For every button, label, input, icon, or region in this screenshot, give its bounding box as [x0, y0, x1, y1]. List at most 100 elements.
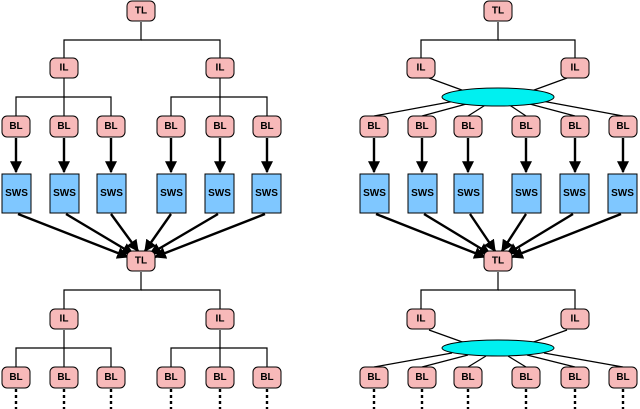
right-bottom-tl-label: TL	[492, 256, 504, 267]
right-bottom-hub-to-bl5-link	[526, 354, 576, 368]
right-sws-label-5: SWS	[563, 188, 586, 199]
left-sws-label-6: SWS	[255, 188, 278, 199]
left-top-bl-box-5	[205, 115, 235, 138]
left-bottom-tl-label: TL	[135, 256, 147, 267]
left-top-bl-label-4: BL	[164, 121, 177, 132]
left-bottom-bl-label-3: BL	[104, 372, 117, 383]
left-arrow-sws3-tl	[110, 213, 139, 252]
right-sws-label-6: SWS	[611, 188, 634, 199]
left-bottom-tl-node: TL	[126, 250, 156, 272]
left-bottom-connectors	[15, 272, 268, 367]
right-top-hub-to-bl1-link	[373, 100, 456, 117]
right-top-bl-box-3	[453, 115, 483, 138]
right-top-bl-box-6	[608, 115, 638, 138]
right-arrow-sws3-tl	[469, 213, 496, 252]
left-sws-node-3: SWS	[96, 173, 127, 214]
left-sws-node-1: SWS	[1, 173, 32, 214]
left-sws-label-3: SWS	[100, 188, 123, 199]
right-top-hub	[441, 87, 555, 107]
left-top-il-label-2: IL	[216, 63, 225, 74]
left-top-bl-label-6: BL	[260, 121, 273, 132]
left-sws-box-1	[1, 173, 32, 214]
right-bottom-bl-label-3: BL	[461, 372, 474, 383]
right-bottom-bl-box-3	[453, 366, 483, 389]
right-top-hub-to-bl6-link	[541, 100, 624, 117]
left-top-il-label-1: IL	[60, 63, 69, 74]
left-bottom-bl-node-3: BL	[96, 366, 126, 389]
left-top-tl-box	[126, 0, 156, 22]
right-top-bl-box-5	[560, 115, 590, 138]
left-bottom-bl-box-3	[96, 366, 126, 389]
right-bottom-bl-label-4: BL	[519, 372, 532, 383]
left-arrow-group-bl-to-sws	[10, 138, 273, 174]
left-bottom-bl-box-2	[49, 366, 79, 389]
left-sws-node-4: SWS	[156, 173, 187, 214]
left-bottom-tl-to-il-link	[63, 272, 142, 309]
right-bottom-bl-node-4: BL	[511, 366, 541, 389]
right-bottom-hub	[441, 339, 555, 357]
right-arrow-sws1-tl	[375, 212, 487, 259]
right-bottom-bl-label-2: BL	[415, 372, 428, 383]
left-sws-box-4	[156, 173, 187, 214]
left-bottom-il-box-1	[49, 308, 79, 330]
left-sws-node-2: SWS	[49, 173, 80, 214]
right-top-il-node-1: IL	[406, 57, 436, 79]
right-bottom-bl-node-3: BL	[453, 366, 483, 389]
left-sws-label-1: SWS	[5, 188, 28, 199]
right-sws-label-2: SWS	[411, 188, 434, 199]
right-top-tl-node: TL	[483, 0, 513, 22]
left-top-tl-node: TL	[126, 0, 156, 22]
left-bottom-tl-box	[126, 250, 156, 272]
left-top-il-box-1	[49, 57, 79, 79]
left-top-tl-to-il-link-right	[141, 39, 221, 58]
left-il-group-1-link-right	[64, 96, 112, 116]
left-bottom-il-box-2	[205, 308, 235, 330]
left-bottom-bl-box-4	[156, 366, 186, 389]
right-sws-box-2	[407, 173, 438, 214]
right-arrow-sws2-tl	[423, 212, 492, 256]
right-sws-node-1: SWS	[359, 173, 390, 214]
left-il-group-1-link	[15, 78, 65, 116]
left-top-connectors	[15, 22, 268, 116]
right-bottom-hub-to-bl3-link	[467, 355, 487, 368]
right-bottom-bl-label-1: BL	[367, 372, 380, 383]
right-sws-node-3: SWS	[453, 173, 484, 214]
left-top-tl-label: TL	[135, 6, 147, 17]
left-bottom-bl-label-5: BL	[213, 372, 226, 383]
left-bottom-il-group-2-link	[170, 330, 221, 367]
right-sws-node-4: SWS	[511, 173, 542, 214]
left-top-bl-node-5: BL	[205, 115, 235, 138]
right-bottom-il-label-2: IL	[571, 314, 580, 325]
right-bottom-bl-box-4	[511, 366, 541, 389]
right-top-bl-label-3: BL	[461, 121, 474, 132]
right-sws-label-1: SWS	[363, 188, 386, 199]
left-bottom-il-node-2: IL	[205, 308, 235, 330]
right-top-bl-node-3: BL	[453, 115, 483, 138]
left-arrow-sws4-tl	[144, 213, 172, 252]
right-top-il-node-2: IL	[560, 57, 590, 79]
right-sws-node-2: SWS	[407, 173, 438, 214]
left-bottom-il-group-2-link-right	[220, 347, 268, 367]
right-top-bl-label-4: BL	[519, 121, 532, 132]
right-bottom-hub-to-bl1-link	[373, 352, 453, 368]
left-sws-box-3	[96, 173, 127, 214]
right-top-hub-to-bl2-link	[421, 102, 471, 117]
left-sws-label-4: SWS	[160, 188, 183, 199]
left-dotted-leaders	[14, 389, 269, 409]
right-top-bl-node-1: BL	[359, 115, 389, 138]
right-bottom-tl-node: TL	[483, 250, 513, 272]
left-top-bl-node-6: BL	[252, 115, 282, 138]
right-bottom-bl-box-5	[560, 366, 590, 389]
left-top-il-node-1: IL	[49, 57, 79, 79]
right-bottom-hub-to-bl2-link	[421, 354, 469, 368]
right-bottom-bl-box-1	[359, 366, 389, 389]
left-bottom-bl-label-6: BL	[260, 372, 273, 383]
left-bottom-bl-node-1: BL	[1, 366, 31, 389]
left-bottom-tl-to-il-link-right	[141, 289, 221, 309]
right-bottom-bl-node-6: BL	[608, 366, 638, 389]
right-bottom-il-box-1	[406, 308, 436, 330]
right-top-il-label-1: IL	[417, 63, 426, 74]
left-top-bl-label-2: BL	[57, 121, 70, 132]
right-sws-box-3	[453, 173, 484, 214]
right-bottom-bl-box-6	[608, 366, 638, 389]
